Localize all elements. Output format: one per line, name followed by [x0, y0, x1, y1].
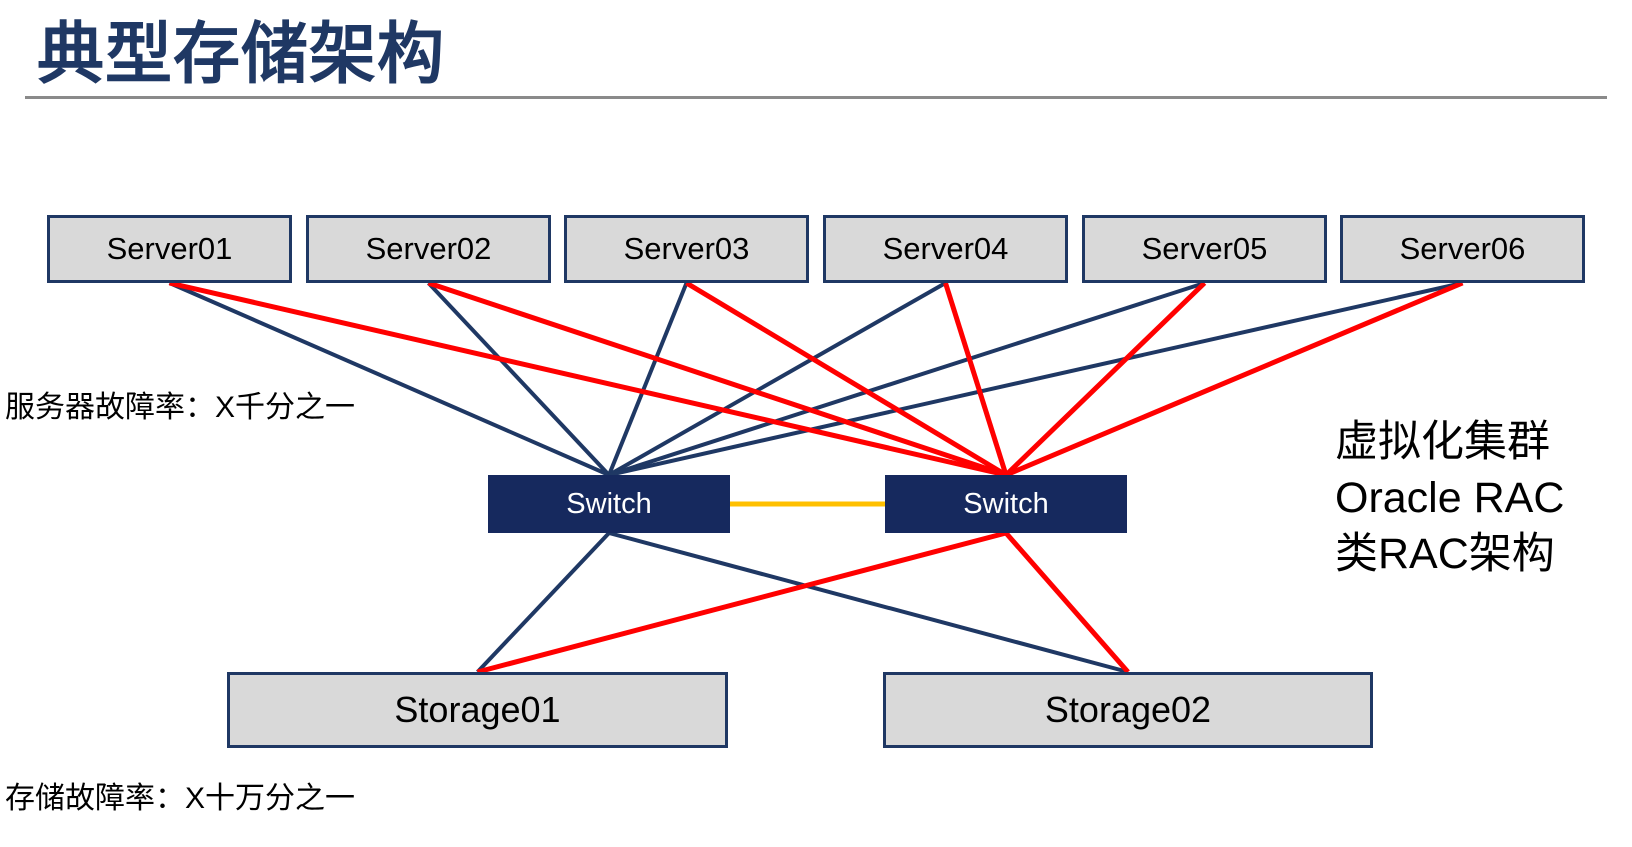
link-server01-switch2 [168, 280, 1007, 478]
link-server06-switch1 [608, 281, 1463, 477]
link-server05-switch2 [1004, 281, 1207, 477]
server-failure-rate-label: 服务器故障率：X千分之一 [5, 391, 356, 424]
switch-left-node: Switch [488, 475, 730, 533]
link-server05-switch1 [608, 281, 1206, 477]
server01-node: Server01 [47, 215, 292, 283]
link-switch1-storage01 [476, 531, 611, 674]
link-server02-switch1 [427, 281, 611, 477]
link-server04-switch2 [943, 282, 1009, 476]
cluster-note-line-3: 类RAC架构 [1335, 530, 1555, 578]
server05-node: Server05 [1082, 215, 1327, 283]
page-title: 典型存储架构 [37, 17, 445, 92]
link-switch2-storage01 [476, 530, 1007, 675]
server04-node: Server04 [823, 215, 1068, 283]
switch-right-node: Switch [885, 475, 1127, 533]
link-server02-switch2 [427, 280, 1007, 478]
server06-node: Server06 [1340, 215, 1585, 283]
storage01-node: Storage01 [227, 672, 728, 748]
server03-node: Server03 [564, 215, 809, 283]
server02-node: Server02 [306, 215, 551, 283]
cluster-note-line-2: Oracle RAC [1335, 474, 1565, 522]
storage02-node: Storage02 [883, 672, 1373, 748]
link-server03-switch1 [607, 282, 689, 476]
cluster-architecture-note: 虚拟化集群 Oracle RAC 类RAC架构 [1335, 414, 1564, 582]
storage-failure-rate-label: 存储故障率：X十万分之一 [5, 782, 356, 815]
link-switch1-storage02 [608, 531, 1129, 674]
link-switch2-storage02 [1004, 531, 1130, 674]
link-server01-switch1 [168, 281, 610, 477]
title-divider-line [25, 96, 1607, 99]
link-server06-switch2 [1005, 280, 1464, 478]
link-server04-switch1 [608, 281, 947, 477]
cluster-note-line-1: 虚拟化集群 [1335, 418, 1550, 466]
link-server03-switch2 [685, 280, 1008, 478]
